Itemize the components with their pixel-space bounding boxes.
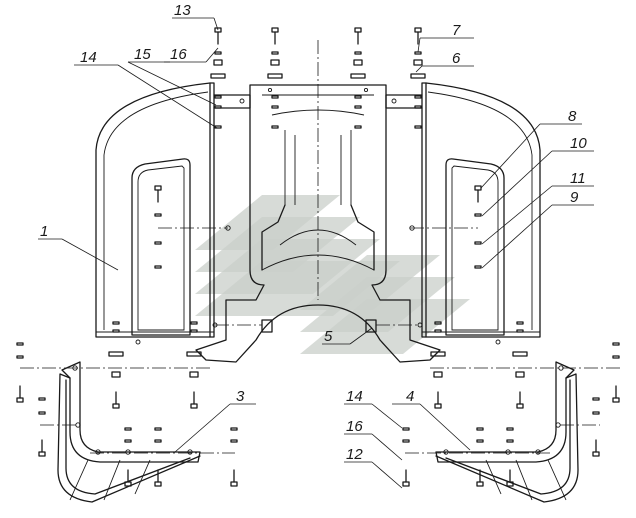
right-fender-panel: [409, 82, 541, 345]
washer: [516, 329, 524, 333]
callout-7: 7: [452, 22, 461, 39]
center-lines: [20, 40, 620, 454]
nut: [433, 371, 443, 378]
nut: [353, 59, 363, 66]
washer: [474, 213, 482, 217]
washer: [402, 439, 410, 443]
flange-nut: [210, 73, 226, 79]
washer: [16, 342, 24, 346]
washer: [354, 105, 362, 109]
callout-9: 9: [570, 189, 579, 206]
nut: [189, 371, 199, 378]
right-footrest: [435, 361, 579, 503]
washer: [414, 105, 422, 109]
fastener-stacks: [16, 27, 620, 487]
watermark-logo: [195, 195, 470, 354]
nut: [111, 371, 121, 378]
washer: [592, 411, 600, 415]
washer: [154, 241, 162, 245]
flange-nut: [430, 351, 446, 357]
callout-14-lower: 14: [346, 388, 363, 405]
washer: [38, 411, 46, 415]
callout-11: 11: [570, 170, 586, 187]
washer: [592, 397, 600, 401]
washer: [16, 355, 24, 359]
washer: [434, 321, 442, 325]
leader-lines: [38, 17, 594, 489]
washer: [402, 427, 410, 431]
flange-nut: [512, 351, 528, 357]
washer: [414, 95, 422, 99]
central-cover: [195, 84, 441, 363]
nut: [213, 59, 223, 66]
callout-3: 3: [236, 388, 245, 405]
callout-1: 1: [40, 223, 48, 240]
washer: [414, 125, 422, 129]
flange-nut: [267, 73, 283, 79]
flange-nut: [410, 73, 426, 79]
washer: [112, 329, 120, 333]
flange-nut: [350, 73, 366, 79]
nut: [413, 59, 423, 66]
washer: [271, 125, 279, 129]
left-footrest: [57, 361, 201, 503]
washer: [124, 427, 132, 431]
small-clamps: [212, 319, 423, 333]
washer: [154, 213, 162, 217]
callout-16-lower: 16: [346, 418, 363, 435]
nut: [270, 59, 280, 66]
washer: [154, 439, 162, 443]
washer: [230, 427, 238, 431]
callout-4: 4: [406, 388, 414, 405]
left-fender-panel: [95, 82, 231, 345]
callout-8: 8: [568, 108, 577, 125]
washer: [612, 355, 620, 359]
callout-12: 12: [346, 446, 363, 463]
callout-10: 10: [570, 135, 587, 152]
washer: [154, 265, 162, 269]
washer: [230, 439, 238, 443]
flange-nut: [186, 351, 202, 357]
callout-labels: 13 16 14 15 7 6 8 10 11 9 1 5 3 4 14 16 …: [40, 2, 587, 463]
callout-5: 5: [324, 328, 333, 345]
washer: [271, 105, 279, 109]
callout-15: 15: [134, 46, 151, 63]
washer: [474, 265, 482, 269]
washer: [506, 427, 514, 431]
washer: [476, 427, 484, 431]
callout-16: 16: [170, 46, 187, 63]
washer: [474, 241, 482, 245]
washer: [271, 51, 279, 55]
callout-6: 6: [452, 50, 461, 67]
washer: [612, 342, 620, 346]
washer: [271, 95, 279, 99]
washer: [354, 51, 362, 55]
washer: [476, 439, 484, 443]
washer: [214, 95, 222, 99]
washer: [38, 397, 46, 401]
washer: [190, 329, 198, 333]
washer: [154, 427, 162, 431]
washer: [214, 51, 222, 55]
washer: [414, 51, 422, 55]
washer: [354, 95, 362, 99]
callout-14: 14: [80, 49, 97, 66]
washer: [124, 439, 132, 443]
washer: [214, 105, 222, 109]
flange-nut: [108, 351, 124, 357]
washer: [506, 439, 514, 443]
washer: [190, 321, 198, 325]
washer: [516, 321, 524, 325]
callout-13: 13: [174, 2, 191, 19]
washer: [434, 329, 442, 333]
washer: [354, 125, 362, 129]
washer: [112, 321, 120, 325]
nut: [515, 371, 525, 378]
